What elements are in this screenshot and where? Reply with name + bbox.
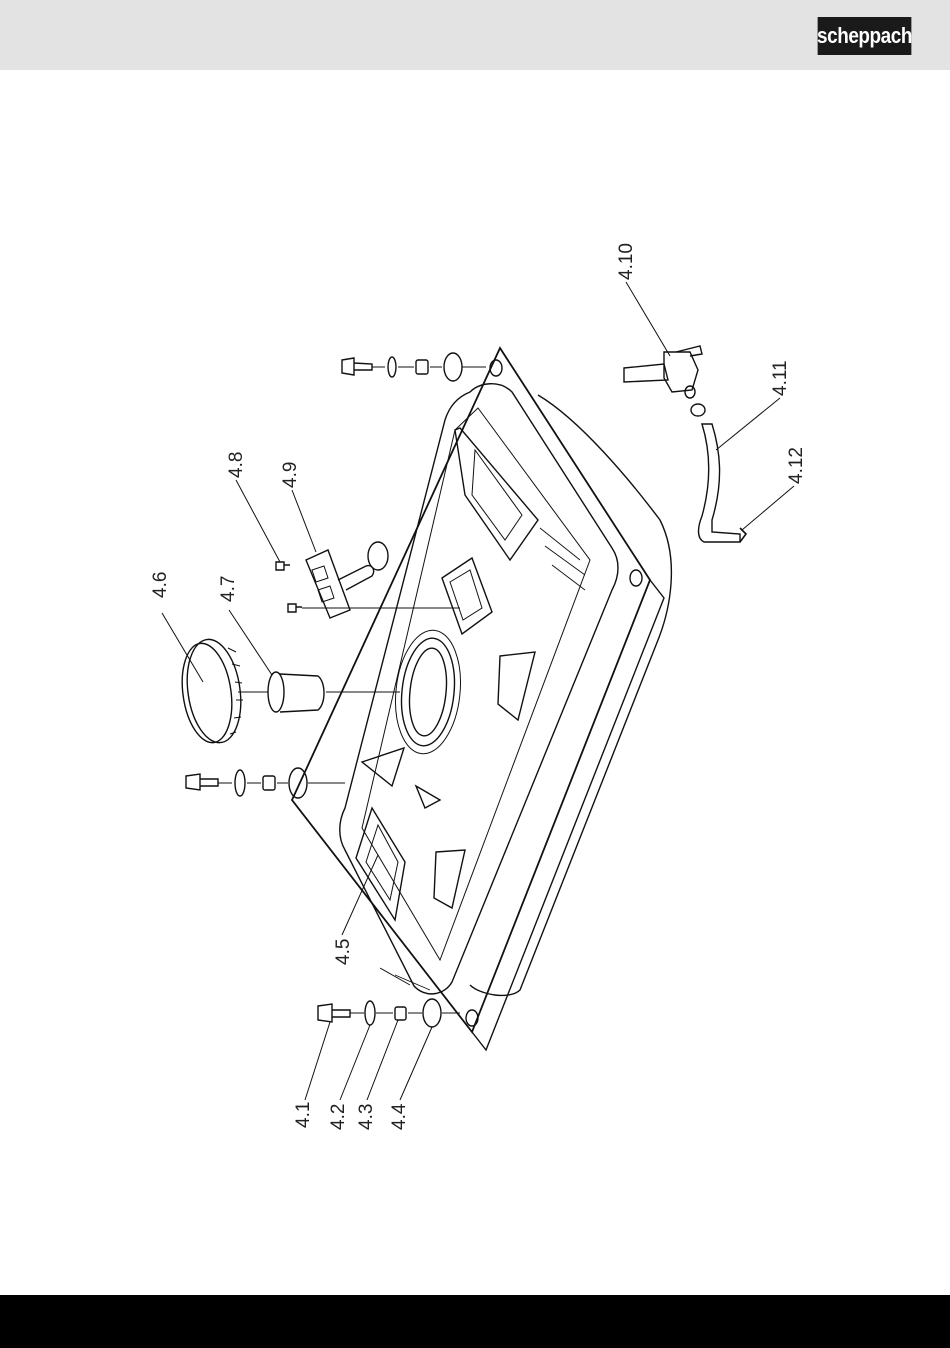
fuel-hose bbox=[699, 424, 741, 542]
fuel-cap bbox=[176, 636, 247, 746]
tank-side-tab-2 bbox=[434, 850, 465, 908]
hose-clip bbox=[691, 404, 705, 416]
tank-side-tab-1 bbox=[498, 652, 535, 720]
leader-4-9 bbox=[292, 490, 316, 552]
tank-base-flange bbox=[292, 348, 650, 1032]
label-4-4: 4.4 bbox=[389, 1103, 410, 1130]
fuel-cap-face bbox=[176, 640, 237, 746]
leader-4-2 bbox=[340, 1025, 370, 1100]
screw-b bbox=[288, 604, 302, 612]
mount-hole-top bbox=[490, 360, 502, 376]
label-4-3: 4.3 bbox=[356, 1104, 377, 1130]
hose-clamp bbox=[740, 528, 746, 542]
leader-4-8 bbox=[236, 480, 280, 562]
fuel-valve-lever bbox=[676, 346, 702, 356]
tank-pocket-upper bbox=[455, 428, 538, 560]
label-4-1: 4.1 bbox=[293, 1102, 314, 1128]
tank-pocket-center-left bbox=[362, 748, 404, 786]
fuel-valve-head bbox=[664, 352, 698, 392]
bolt-top bbox=[342, 358, 372, 375]
mount-hole-right bbox=[630, 570, 642, 586]
label-4-12: 4.12 bbox=[786, 447, 807, 484]
tank-pocket-upper-inner bbox=[472, 450, 522, 540]
label-4-5: 4.5 bbox=[333, 939, 354, 965]
tank-flange-edge bbox=[472, 580, 664, 1050]
strainer-body bbox=[280, 674, 324, 712]
washer-middle bbox=[235, 770, 245, 796]
spacer-top bbox=[416, 360, 428, 374]
tank-pocket-center-small bbox=[416, 786, 440, 808]
washer-top bbox=[388, 357, 396, 377]
hardware-set-middle bbox=[186, 768, 345, 798]
leader-4-5 bbox=[342, 855, 378, 935]
leader-4-4 bbox=[400, 1027, 432, 1100]
fuel-valve-body bbox=[624, 364, 668, 382]
leader-4-3 bbox=[367, 1020, 398, 1100]
header-band: scheppach bbox=[0, 0, 950, 70]
fuel-valve-assembly bbox=[624, 346, 746, 542]
fuel-gauge-float bbox=[368, 542, 388, 570]
hardware-set-bottom bbox=[318, 999, 460, 1027]
label-4-8: 4.8 bbox=[226, 452, 247, 478]
part-labels: 4.1 4.2 4.3 4.4 4.5 4.6 4.7 4.8 4.9 4.10… bbox=[150, 243, 807, 1130]
grommet-top bbox=[444, 353, 462, 381]
bolt-middle bbox=[186, 774, 218, 790]
leader-4-1 bbox=[305, 1022, 330, 1100]
grommet-middle bbox=[289, 768, 307, 798]
washer-bottom bbox=[365, 1001, 375, 1025]
tank-top-surface bbox=[362, 408, 590, 960]
label-4-9: 4.9 bbox=[280, 462, 301, 488]
tank-hatch-lines bbox=[380, 528, 585, 990]
leader-4-10 bbox=[626, 282, 670, 356]
label-4-2: 4.2 bbox=[328, 1104, 349, 1130]
brand-logo: scheppach bbox=[818, 17, 912, 55]
hardware-set-top bbox=[342, 353, 486, 381]
footer-band bbox=[0, 1295, 950, 1348]
tank-upper-shell bbox=[340, 384, 618, 994]
mount-hole-bottom bbox=[466, 1010, 478, 1026]
strainer-flange bbox=[268, 672, 284, 712]
fuel-valve-outlet bbox=[685, 386, 695, 398]
grommet-bottom bbox=[423, 999, 441, 1027]
label-4-7: 4.7 bbox=[218, 576, 239, 602]
fuel-gauge-lever bbox=[338, 566, 374, 590]
bolt-bottom bbox=[318, 1004, 350, 1022]
screw-a bbox=[276, 562, 290, 570]
filler-neck-inner bbox=[405, 646, 450, 737]
spacer-bottom bbox=[395, 1007, 406, 1020]
label-4-6: 4.6 bbox=[150, 572, 171, 598]
label-4-11: 4.11 bbox=[770, 360, 791, 396]
exploded-view-diagram: 4.1 4.2 4.3 4.4 4.5 4.6 4.7 4.8 4.9 4.10… bbox=[0, 70, 950, 1295]
label-4-10: 4.10 bbox=[616, 243, 637, 280]
fuel-cap-rim bbox=[181, 636, 247, 746]
fuel-strainer bbox=[238, 672, 400, 712]
fuel-gauge-assembly bbox=[276, 542, 460, 618]
spacer-middle bbox=[263, 776, 275, 790]
fuel-gauge-seat bbox=[442, 558, 492, 634]
leader-4-12 bbox=[742, 486, 794, 530]
leader-4-11 bbox=[716, 398, 780, 450]
